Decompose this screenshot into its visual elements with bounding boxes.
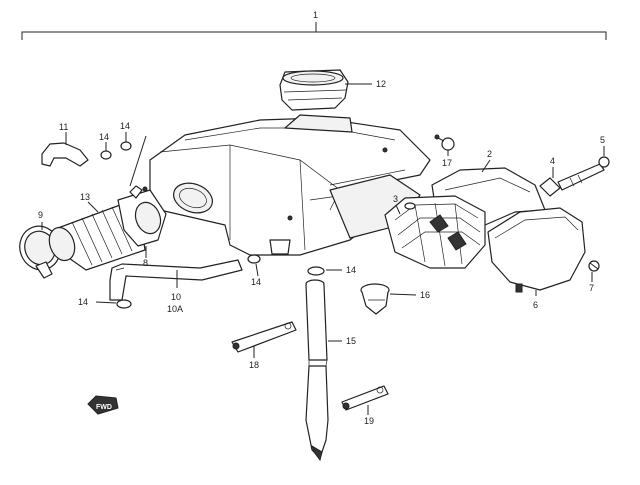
- clip-14-b: [120, 141, 132, 151]
- callout-5: 5: [600, 135, 605, 145]
- callout-12: 12: [376, 79, 386, 89]
- bracket-18: [231, 321, 297, 353]
- callout-16: 16: [420, 290, 430, 300]
- cap-bolt: [539, 156, 610, 197]
- element-frame: [384, 195, 486, 269]
- callout-19: 19: [364, 416, 374, 426]
- forward-direction-arrow: FWD: [87, 395, 119, 415]
- clip-14-a: [100, 150, 112, 160]
- callout-15: 15: [346, 336, 356, 346]
- breather-hose: [109, 259, 243, 301]
- assembly-bracket: [21, 22, 607, 40]
- callout-10: 10: [171, 292, 181, 302]
- clip-14-e: [116, 299, 132, 309]
- inlet-pipe: [117, 185, 167, 247]
- air-cleaner-case: [142, 114, 431, 256]
- grommet-17: [434, 134, 455, 151]
- callout-1: 1: [313, 10, 318, 20]
- callout-6: 6: [533, 300, 538, 310]
- callout-14-d: 14: [346, 265, 356, 275]
- fwd-label: FWD: [96, 404, 112, 411]
- clip-14-c: [247, 254, 261, 264]
- callout-7: 7: [589, 283, 594, 293]
- drain-tube: [305, 279, 329, 462]
- callout-18: 18: [249, 360, 259, 370]
- clip-3: [404, 202, 416, 210]
- callout-14-a: 14: [99, 132, 109, 142]
- screw-7: [588, 260, 600, 272]
- case-cap: [487, 207, 586, 293]
- callout-13: 13: [80, 192, 90, 202]
- callout-17: 17: [442, 158, 452, 168]
- callout-14-e: 14: [78, 297, 88, 307]
- callout-labels: 1 12 2 3 4 5 6 7 8 9 10 10A 11 13 14 14 …: [38, 10, 605, 426]
- callout-8: 8: [143, 258, 148, 268]
- leader-lines: [41, 83, 605, 415]
- hose-11: [41, 142, 89, 167]
- intake-boot: [279, 69, 349, 111]
- callout-4: 4: [550, 156, 555, 166]
- callout-11: 11: [59, 122, 68, 132]
- drain-valve: [360, 283, 390, 315]
- hose-clamp-9: [19, 225, 61, 279]
- callout-14-b: 14: [120, 121, 130, 131]
- clip-14-d: [307, 266, 325, 276]
- callout-10a: 10A: [167, 304, 183, 314]
- callout-14-c: 14: [251, 277, 261, 287]
- callout-9: 9: [38, 210, 43, 220]
- callout-2: 2: [487, 149, 492, 159]
- bracket-19: [341, 385, 389, 411]
- callout-3: 3: [393, 194, 398, 204]
